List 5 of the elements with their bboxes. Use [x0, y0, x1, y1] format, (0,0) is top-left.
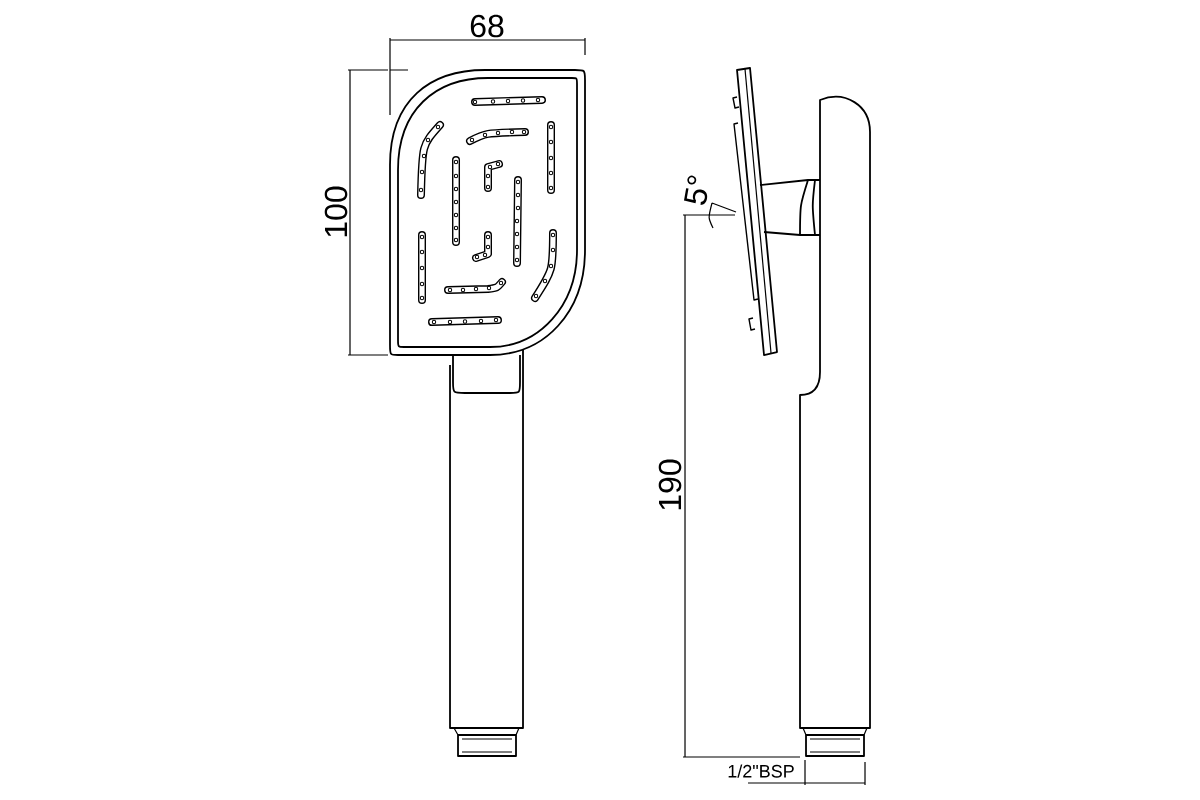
dimension-label: 5° [684, 175, 708, 205]
dimension-label: 1/2"BSP [728, 764, 794, 778]
dimension-label: 100 [324, 186, 348, 237]
dimension-label: 68 [470, 14, 504, 38]
dimension-label: 190 [658, 459, 682, 510]
